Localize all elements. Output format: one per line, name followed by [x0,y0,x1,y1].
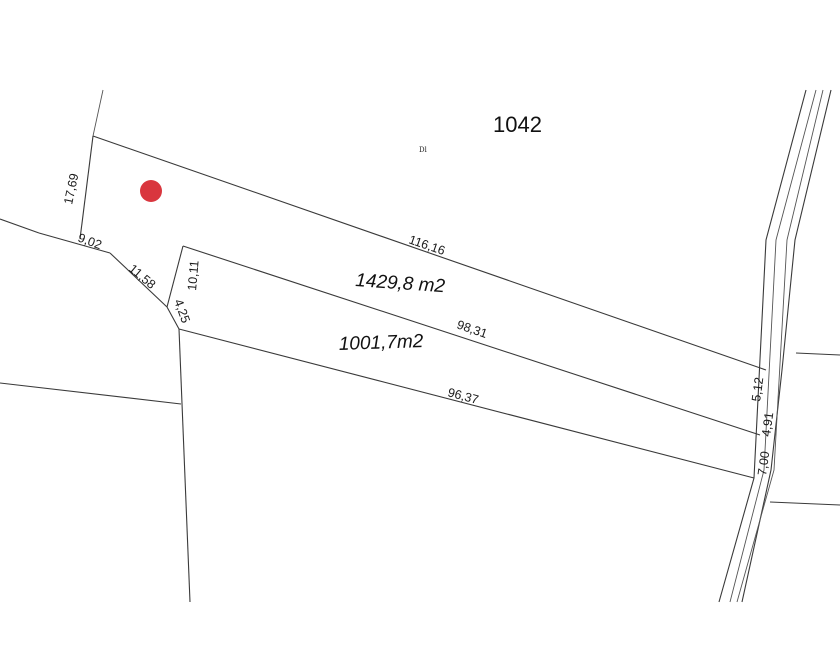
boundary-line [0,382,182,405]
boundary-line [795,352,840,356]
boundary-line-116-16 [92,135,767,371]
dimension-label: 116,16 [407,233,447,258]
boundary-line [79,135,94,240]
boundary-line [109,252,168,308]
location-dot-icon[interactable] [140,180,162,202]
boundary-line [178,328,191,603]
boundary-line-98-31 [182,245,761,436]
tiny-label: Dl [419,146,428,154]
road [718,89,832,603]
area-label-upper: 1429,8 m2 [355,270,446,297]
dimension-label: 4,91 [759,411,776,437]
road-edge-west [718,89,807,603]
dimension-label: 7,00 [755,450,772,476]
dimension-label: 5,12 [749,376,766,402]
boundary-line-96-37 [178,328,755,479]
parcel-boundaries [0,89,840,603]
dimension-label: 9,02 [76,231,104,252]
boundary-line-10-11 [166,245,184,308]
dimension-label: 11,58 [126,262,158,292]
dimension-label: 98,31 [455,318,489,341]
boundary-line [769,501,840,506]
boundary-line [166,306,180,330]
road-inner-line [736,89,824,603]
road-edge-east [741,89,832,603]
dimension-label: 96,37 [446,385,480,407]
boundary-line [92,89,104,137]
area-label-lower: 1001,7m2 [338,331,424,355]
parcel-number: 1042 [493,112,542,137]
dimension-label: 10,11 [185,260,202,292]
boundary-line [0,218,40,234]
boundary-line [38,232,111,254]
dimension-label: 17,69 [61,172,81,206]
road-inner-line [729,89,817,603]
